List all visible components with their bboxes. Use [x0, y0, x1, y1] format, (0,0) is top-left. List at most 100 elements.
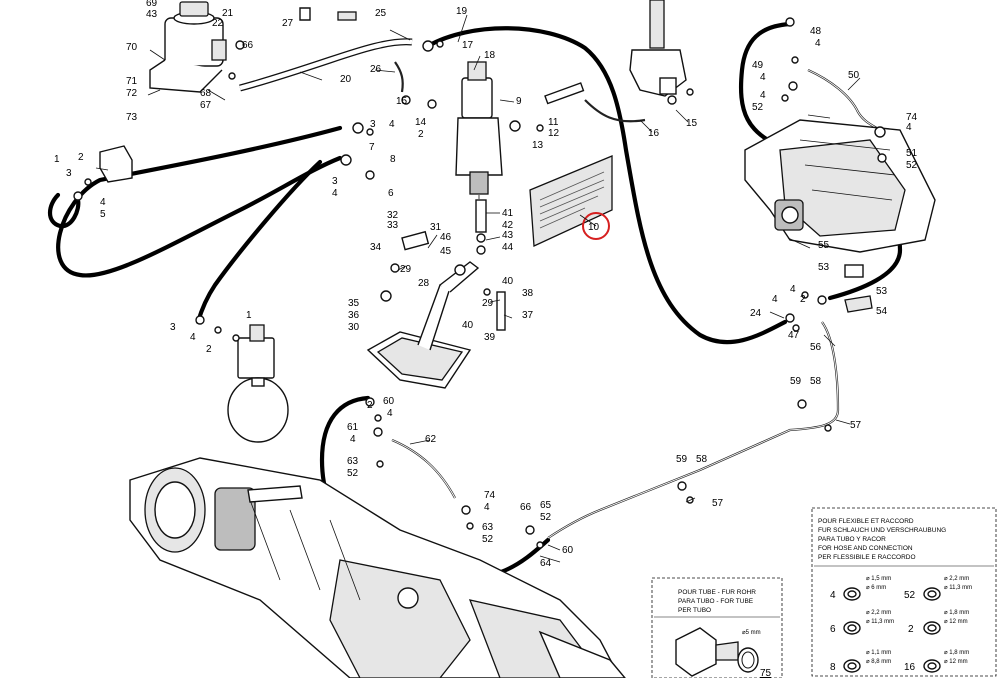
transmission-housing [744, 119, 936, 253]
legend-row3-left-num: 8 [830, 662, 836, 673]
callout-labels: 10 19 17 18 9 11 12 13 16 15 15 14 2 26 … [54, 0, 918, 569]
clamp-27 [299, 7, 311, 21]
brake-accumulator [227, 324, 289, 443]
callout-28: 28 [418, 278, 430, 289]
callout-52: 52 [752, 102, 764, 113]
callout-35: 35 [348, 298, 360, 309]
front-axle [129, 457, 626, 678]
callout-54: 54 [876, 306, 888, 317]
callout-69: 69 [146, 0, 158, 9]
callout-66b: 66 [520, 502, 532, 513]
callout-56: 56 [810, 342, 822, 353]
rod-41 [475, 199, 487, 233]
brake-fluid-reservoir [149, 1, 227, 93]
callout-4j: 4 [772, 294, 778, 305]
callout-62: 62 [425, 434, 437, 445]
callout-10: 10 [588, 222, 600, 233]
tie-rod [247, 485, 303, 503]
legend-hose-title-4: FOR HOSE AND CONNECTION [818, 545, 913, 552]
callout-60b: 60 [562, 545, 574, 556]
fittings [73, 17, 887, 549]
hose-top-arc [425, 26, 788, 345]
callout-64: 64 [540, 558, 552, 569]
legend-row2-left-d1: ⌀ 2,2 mm [866, 610, 891, 616]
callout-7: 7 [369, 142, 375, 153]
leader-lines [95, 14, 861, 563]
callout-42: 42 [502, 220, 514, 231]
legend-tube-title-2: PARA TUBO - FOR TUBE [678, 598, 754, 605]
callout-2b: 2 [78, 152, 84, 163]
bolt-25 [337, 11, 357, 21]
sensor-53 [844, 264, 864, 278]
legend-tube: POUR TUBE - FUR ROHR PARA TUBO - FOR TUB… [651, 577, 783, 678]
legend-tube-part: 75 [760, 668, 772, 678]
legend-tube-title-1: POUR TUBE - FUR ROHR [678, 589, 756, 596]
callout-6: 6 [388, 188, 394, 199]
callout-4l: 4 [350, 434, 356, 445]
callout-25: 25 [375, 8, 387, 19]
callout-20: 20 [340, 74, 352, 85]
callout-59a: 59 [790, 376, 802, 387]
legend-hose-title-2: FUR SCHLAUCH UND VERSCHRAUBUNG [818, 527, 946, 534]
callout-16: 16 [648, 128, 660, 139]
legend-hose-title-5: PER FLESSIBILE E RACCORDO [818, 554, 916, 561]
callout-2a: 2 [418, 129, 424, 140]
callout-57a: 57 [850, 420, 862, 431]
callout-74a: 74 [906, 112, 918, 123]
callout-67: 67 [200, 100, 212, 111]
callout-26: 26 [370, 64, 382, 75]
callout-53a: 53 [818, 262, 830, 273]
hose-short-left [47, 192, 81, 229]
callout-3d: 3 [170, 322, 176, 333]
callout-4k: 4 [387, 408, 393, 419]
callout-4b: 4 [332, 188, 338, 199]
pin-31 [401, 230, 430, 251]
legend-row1-left-d1: ⌀ 1,5 mm [866, 576, 891, 582]
callout-44: 44 [502, 242, 514, 253]
callout-40a: 40 [502, 276, 514, 287]
callout-58b: 58 [696, 454, 708, 465]
warning-plate [529, 155, 613, 247]
callout-3a: 3 [370, 119, 376, 130]
brake-pedals [366, 261, 480, 389]
callout-48: 48 [810, 26, 822, 37]
callout-72: 72 [126, 88, 138, 99]
callout-3b: 3 [332, 176, 338, 187]
callout-3c: 3 [66, 168, 72, 179]
legend-row3-left-d1: ⌀ 1,1 mm [866, 650, 891, 656]
callout-4m: 4 [484, 502, 490, 513]
legend-row2-left-d2: ⌀ 11,3 mm [866, 619, 894, 625]
tube-16 [584, 99, 646, 123]
bolt-35 [380, 290, 392, 302]
callout-24: 24 [750, 308, 762, 319]
callout-61: 61 [347, 422, 359, 433]
callout-43b: 43 [502, 230, 514, 241]
callout-31: 31 [430, 222, 442, 233]
callout-68: 68 [200, 88, 212, 99]
tube-26 [394, 61, 404, 93]
callout-52e: 52 [540, 512, 552, 523]
callout-49: 49 [752, 60, 764, 71]
legend-row2-left-num: 6 [830, 624, 836, 635]
callout-39: 39 [484, 332, 496, 343]
callout-4c: 4 [100, 197, 106, 208]
legend-hose-connection: POUR FLEXIBLE ET RACCORD FUR SCHLAUCH UN… [811, 507, 997, 677]
callout-11: 11 [548, 117, 559, 128]
callout-63a: 63 [347, 456, 359, 467]
legend-hose-title-3: PARA TUBO Y RACOR [818, 536, 886, 543]
callout-5: 5 [100, 209, 106, 220]
callout-29a: 29 [400, 264, 412, 275]
valve-block-left [99, 145, 133, 183]
bracket-54 [844, 295, 873, 313]
legend-row1-right-d2: ⌀ 11,3 mm [944, 585, 972, 591]
legend-tube-dim: ⌀5 mm [742, 630, 761, 636]
callout-73: 73 [126, 112, 138, 123]
callout-32: 32 [387, 210, 399, 221]
legend-row2-right-d2: ⌀ 12 mm [944, 619, 968, 625]
callout-55: 55 [818, 240, 830, 251]
callout-27: 27 [282, 18, 294, 29]
callout-4h: 4 [906, 122, 912, 133]
callout-63b: 63 [482, 522, 494, 533]
callout-4a: 4 [389, 119, 395, 130]
tube-nut-icon [675, 627, 717, 677]
